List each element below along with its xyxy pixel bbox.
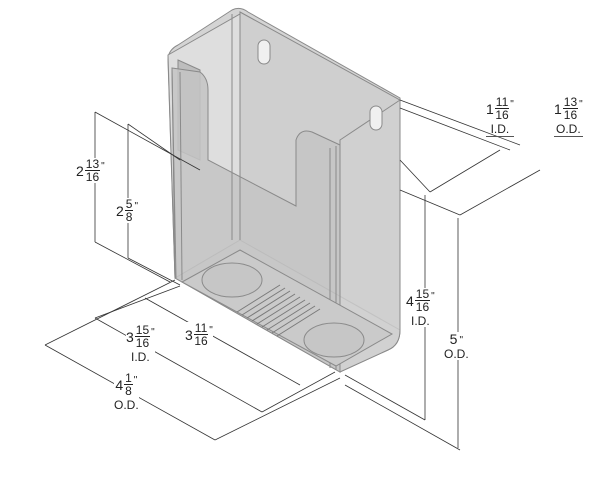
- floor-hole-right: [303, 322, 365, 358]
- dim-unit: ": [431, 291, 435, 302]
- dim-unit: ": [133, 375, 138, 386]
- dim-qualifier: O.D.: [114, 398, 139, 412]
- dim-den: 16: [495, 108, 509, 122]
- dim-whole: 4: [406, 292, 414, 309]
- dim-height-od: 5 " O.D.: [444, 332, 469, 360]
- dim-qualifier: O.D.: [554, 123, 583, 137]
- dim-whole: 1: [486, 100, 494, 117]
- dim-unit: ": [510, 99, 514, 110]
- dim-unit: ": [134, 201, 139, 212]
- dim-whole: 4: [115, 376, 124, 393]
- dim-den: 16: [85, 170, 100, 184]
- dim-unit: ": [459, 335, 464, 346]
- keyhole-lower: [369, 105, 383, 131]
- keyhole-upper: [257, 39, 271, 65]
- dim-num: 15: [414, 287, 431, 301]
- dim-num: 13: [562, 95, 579, 109]
- dim-whole: 2: [76, 162, 84, 179]
- dim-whole: 3: [126, 328, 134, 345]
- dim-unit: ": [209, 325, 213, 336]
- dim-num: 1: [124, 371, 133, 385]
- dim-den: 8: [125, 384, 132, 398]
- dim-qualifier: I.D.: [486, 123, 514, 137]
- dim-den: 16: [135, 336, 150, 350]
- dimension-lines: [44, 99, 541, 451]
- dim-qualifier: I.D.: [131, 350, 150, 364]
- dim-unit: ": [579, 99, 583, 110]
- dim-qualifier: I.D.: [411, 314, 430, 328]
- dim-num: 11: [193, 321, 209, 335]
- dim-unit: ": [101, 161, 105, 172]
- dim-whole: 5: [449, 331, 458, 347]
- dim-whole: 3: [185, 326, 193, 343]
- holder-body: [167, 7, 401, 373]
- dim-whole: 1: [554, 100, 562, 117]
- dim-den: 16: [194, 334, 208, 348]
- drain-vent: [236, 284, 321, 337]
- floor-hole-left: [201, 262, 263, 298]
- dim-den: 16: [563, 108, 578, 122]
- dim-whole: 2: [116, 202, 124, 219]
- dim-num: 11: [494, 95, 510, 109]
- dim-den: 16: [415, 300, 430, 314]
- dim-num: 5: [124, 197, 134, 211]
- dim-num: 13: [84, 157, 101, 171]
- dim-den: 8: [125, 210, 133, 224]
- dim-qualifier: O.D.: [444, 347, 469, 361]
- dim-num: 15: [134, 323, 151, 337]
- dim-unit: ": [151, 327, 155, 338]
